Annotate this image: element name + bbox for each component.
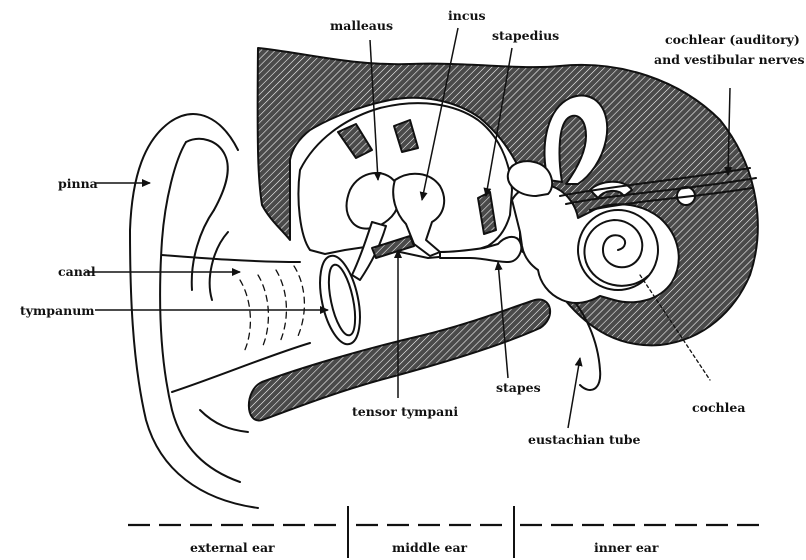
pinna-shape (130, 114, 258, 508)
section-middle-ear: middle ear (392, 540, 468, 555)
label-stapes: stapes (496, 380, 541, 395)
label-tensor-tympani: tensor tympani (352, 404, 458, 419)
canal-hair-lines (240, 266, 304, 352)
label-malleus: malleaus (330, 18, 393, 33)
label-incus: incus (448, 8, 486, 23)
label-eustachian-tube: eustachian tube (528, 432, 641, 447)
label-stapedius: stapedius (492, 28, 559, 43)
label-canal: canal (58, 264, 96, 279)
label-nerves-line1: cochlear (auditory) (665, 32, 800, 47)
label-cochlea: cochlea (692, 400, 745, 415)
section-external-ear: external ear (190, 540, 275, 555)
cochlea-spiral (578, 210, 658, 290)
label-pinna: pinna (58, 176, 98, 191)
eustachian-tube-shape (249, 300, 550, 421)
section-inner-ear: inner ear (594, 540, 659, 555)
ear-canal-upper (162, 255, 300, 262)
label-tympanum: tympanum (20, 303, 95, 318)
label-nerves-line2: and vestibular nerves (654, 52, 805, 67)
